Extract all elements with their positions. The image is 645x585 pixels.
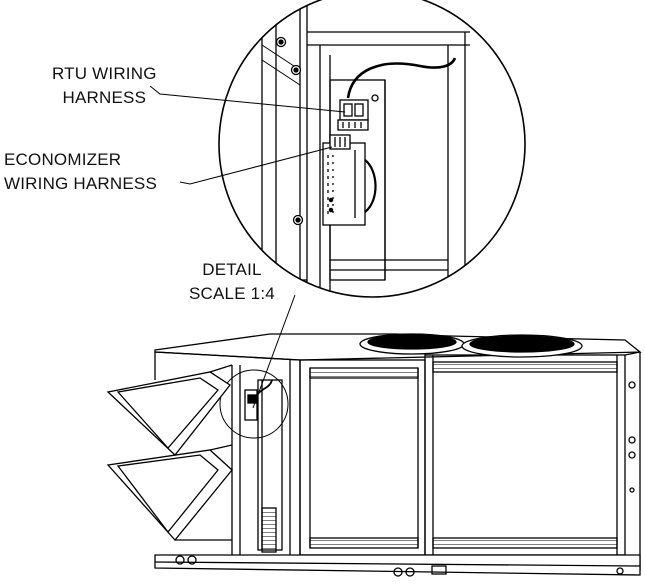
- rtu-connector: [337, 57, 457, 131]
- detail-leader: [252, 294, 296, 409]
- economizer-wiring-harness-label: ECONOMIZER WIRING HARNESS: [4, 148, 157, 196]
- condenser-section: [299, 351, 641, 570]
- leader-lines: [149, 85, 346, 409]
- base-rail: [154, 554, 641, 577]
- detail-label-line1: DETAIL: [202, 260, 262, 279]
- condenser-coil-front: [309, 367, 419, 379]
- condenser-fan-left: [359, 333, 465, 355]
- detail-scale-label: DETAIL SCALE 1:4: [189, 258, 275, 306]
- economizer-controller: [322, 134, 377, 226]
- economizer-hood: [106, 364, 233, 542]
- rtu-harness-leader: [149, 85, 346, 113]
- condenser-coil-side: [432, 361, 618, 373]
- detail-frame-post: [261, 0, 308, 297]
- detail-label-line2: SCALE 1:4: [189, 284, 275, 303]
- rooftop-unit: [106, 333, 642, 577]
- detail-view: [218, 0, 526, 298]
- condenser-fan-right: [461, 334, 583, 358]
- rtu-label-line1: RTU WIRING: [52, 64, 157, 83]
- economizer-label-line1: ECONOMIZER: [4, 150, 122, 169]
- economizer-label-line2: WIRING HARNESS: [4, 174, 157, 193]
- economizer-harness-leader: [179, 146, 333, 185]
- rtu-wiring-harness-label: RTU WIRING HARNESS: [52, 62, 157, 110]
- rtu-label-line2: HARNESS: [62, 88, 147, 107]
